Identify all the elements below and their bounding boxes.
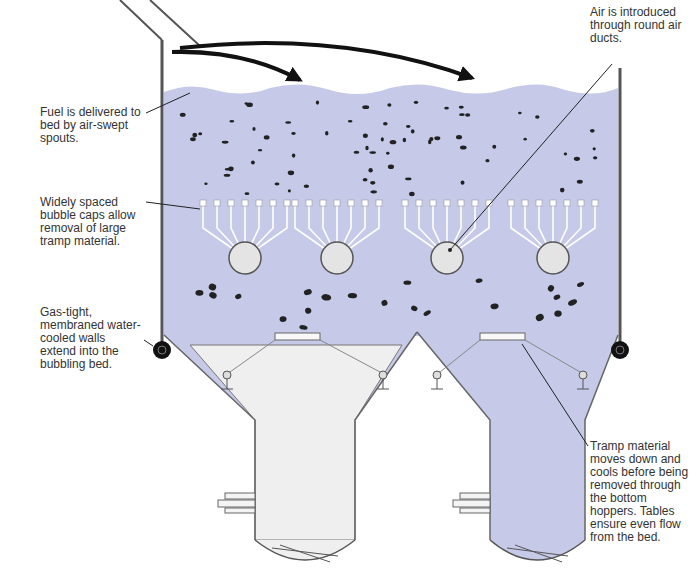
wall-header bbox=[153, 341, 629, 359]
hopper-valve bbox=[507, 545, 568, 562]
callout-label: Fuel is delivered to bed by air-swept sp… bbox=[40, 106, 146, 145]
callout-label: Tramp material moves down and cools befo… bbox=[590, 440, 694, 544]
hopper-outline bbox=[417, 332, 618, 540]
callout-label: Air is introduced through round air duct… bbox=[590, 6, 694, 45]
hopper-feeder bbox=[218, 493, 490, 513]
bed-particles bbox=[180, 101, 597, 331]
callout-label: Widely spaced bubble caps allow removal … bbox=[40, 196, 146, 248]
hopper-fill bbox=[164, 332, 618, 540]
nozzle bbox=[221, 371, 589, 389]
membrane-wall bbox=[162, 40, 620, 350]
hopper-valve bbox=[255, 540, 355, 560]
fuel-arrow bbox=[180, 43, 472, 78]
leader-line bbox=[144, 64, 612, 446]
left-hopper bbox=[190, 345, 402, 540]
hopper-outline bbox=[164, 332, 417, 540]
hopper-valve bbox=[490, 540, 585, 560]
air-duct bbox=[229, 242, 569, 274]
bubble-cap-pipes bbox=[200, 200, 598, 250]
hopper-valve bbox=[272, 545, 338, 562]
lower-bed bbox=[164, 232, 618, 336]
fuel-chute bbox=[120, 0, 200, 46]
bed-region bbox=[164, 84, 618, 540]
callout-label: Gas-tight, membraned water-cooled walls … bbox=[40, 306, 144, 371]
fuel-arrow bbox=[172, 52, 300, 80]
leader-dot bbox=[448, 248, 452, 252]
